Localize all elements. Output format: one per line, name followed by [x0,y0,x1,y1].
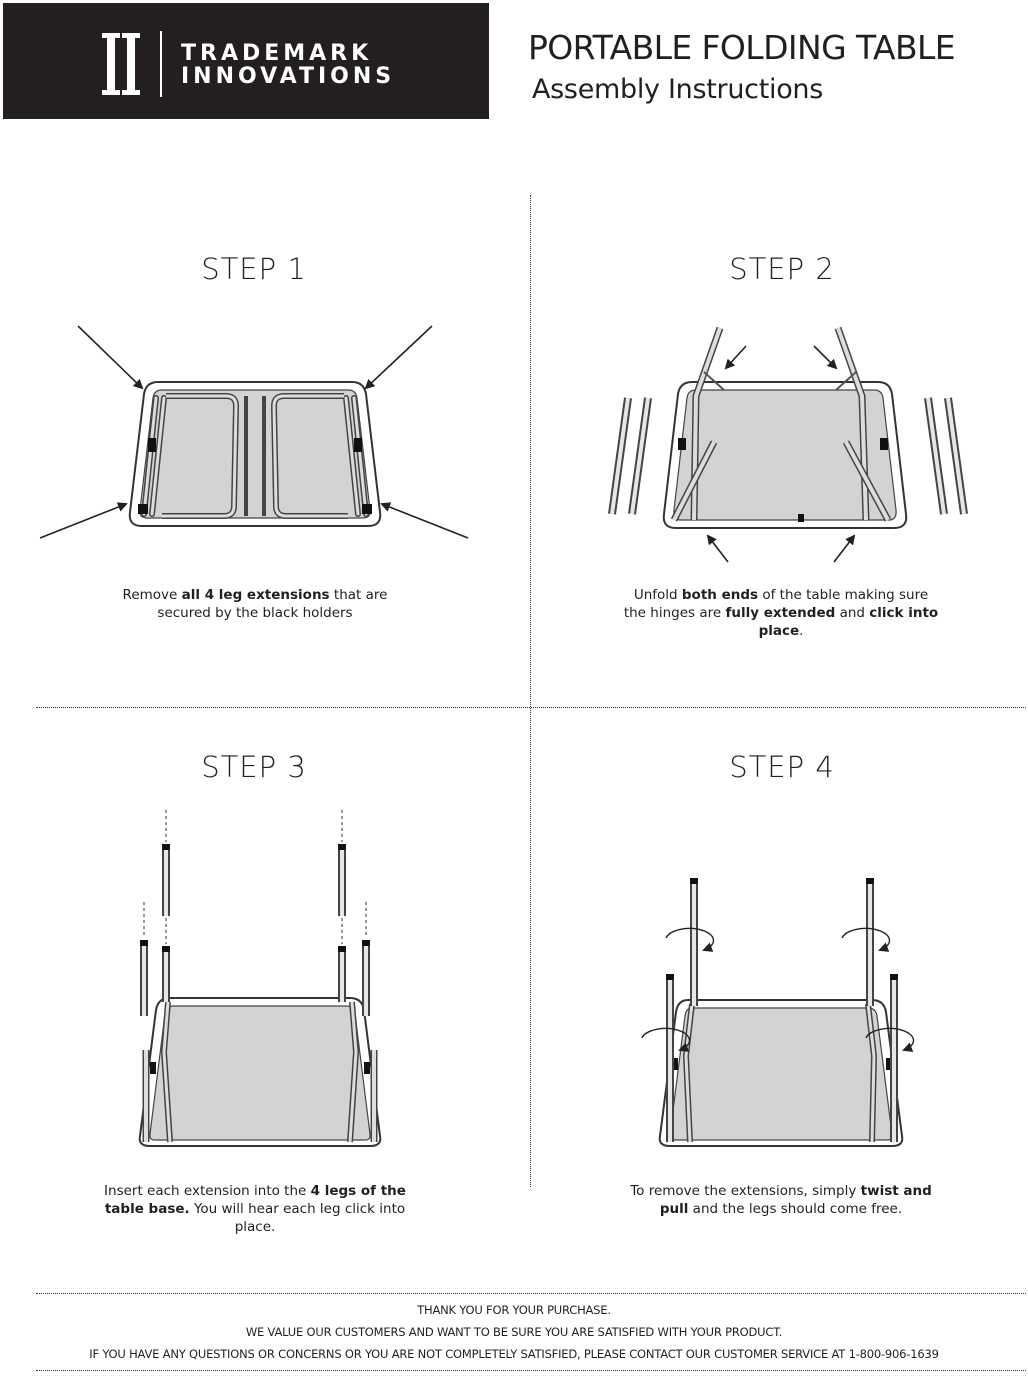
footer-thank-you: THANK YOU FOR YOUR PURCHASE. [417,1303,611,1317]
brand-name-line-2: INNOVATIONS [181,64,396,89]
twist-arrow-icon [641,1027,691,1052]
step-4-illustration [641,878,915,1147]
step-3-instruction: Insert each extension into the 4 legs of… [104,1183,406,1235]
brand-name-line-1: TRADEMARK [181,41,373,66]
twist-arrow-icon [865,1027,915,1052]
step-2-instruction: Unfold both ends of the table making sur… [623,587,939,639]
footer-satisfaction: WE VALUE OUR CUSTOMERS AND WANT TO BE SU… [245,1325,783,1339]
twist-arrow-icon [841,927,891,952]
arrow-icon [706,534,729,563]
step-3-leg-extension [362,940,370,1016]
step-1-leg-extension [351,395,369,517]
step-2-leg-extension [944,397,968,515]
step-3-leg-extension [162,946,170,1002]
step-3-illustration [138,810,382,1147]
step-3-leg-extension [140,940,148,1016]
step-3-title: STEP 3 [201,750,307,784]
step-1-leg-extension [343,395,361,517]
step-4-assembled-leg [666,974,674,1142]
brand-logo-icon [102,31,162,97]
brand-banner: TRADEMARK INNOVATIONS [3,3,489,119]
arrow-icon [380,502,469,539]
footer-bottom-divider [36,1370,1026,1371]
step-4-assembled-leg [690,878,698,1006]
step-4-assembled-leg [866,878,874,1006]
step-2-leg-extension [628,397,652,515]
step-4-assembled-leg [890,974,898,1142]
document-subtitle: Assembly Instructions [532,74,823,105]
arrow-icon [77,325,144,390]
step-3-leg-extension [338,844,346,916]
step-4-title: STEP 4 [729,750,835,784]
step-2-leg-extension [608,397,632,515]
step-4-instruction: To remove the extensions, simply twist a… [630,1183,932,1217]
step-2-illustration [608,326,968,563]
step-3-leg-extension [162,844,170,916]
step-1-title: STEP 1 [201,252,307,286]
step-1-leg-extension [141,395,159,517]
step-3-leg-extension [338,946,346,1002]
arrow-icon [39,502,128,539]
arrow-icon [724,345,747,370]
arrow-icon [813,345,838,370]
step-2-leg-extension [924,397,948,515]
middle-divider [36,707,1026,708]
arrow-icon [833,534,856,563]
step-1-leg-extension [149,395,167,517]
step-2-title: STEP 2 [729,252,835,286]
step-1-instruction: Remove all 4 leg extensions that are sec… [122,587,388,621]
step-1-illustration [39,325,469,539]
footer-contact: IF YOU HAVE ANY QUESTIONS OR CONCERNS OR… [89,1347,939,1361]
vertical-divider [530,195,531,1187]
twist-arrow-icon [665,927,715,952]
footer-top-divider [36,1293,1026,1294]
document-title: PORTABLE FOLDING TABLE [528,28,956,67]
arrow-icon [364,325,433,390]
